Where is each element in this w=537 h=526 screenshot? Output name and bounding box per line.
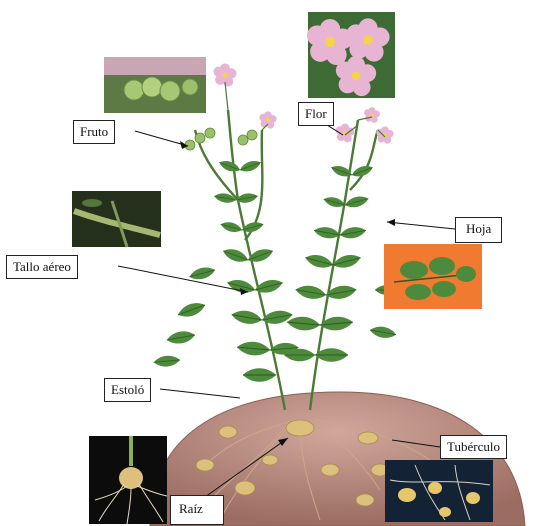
flower-photo (307, 12, 395, 98)
label-estolon: Estoló (104, 378, 151, 402)
label-raiz: Raíz (170, 495, 224, 525)
label-tuberculo: Tubérculo (440, 435, 507, 459)
leaves-right (284, 163, 399, 362)
label-fruto: Fruto (73, 120, 115, 144)
leaf-photo (384, 244, 482, 309)
label-hoja: Hoja (455, 217, 502, 243)
root-photo (89, 436, 167, 524)
leaves-left (153, 158, 299, 382)
label-tallo-aereo: Tallo aéreo (6, 255, 78, 279)
tuber-photo (385, 460, 493, 522)
stem-photo (72, 191, 161, 247)
label-flor: Flor (298, 102, 334, 126)
fruit-photo (104, 57, 206, 113)
